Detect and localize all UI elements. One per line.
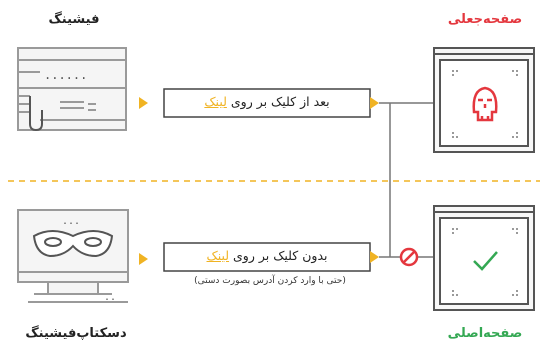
- phishing-document-icon: ......: [17, 47, 127, 132]
- bottom-action-box: [163, 242, 371, 272]
- bottom-box-link[interactable]: لینک: [206, 248, 230, 263]
- desktop-monitor-icon: .. ...: [17, 209, 129, 303]
- bottom-box-text: بدون کلیک بر روی لینک: [164, 248, 370, 263]
- fake-page-window: [433, 47, 535, 153]
- top-action-box: [163, 88, 371, 118]
- arrow-right-icon: [370, 97, 379, 109]
- top-box-link[interactable]: لینک: [204, 94, 227, 109]
- svg-text:...: ...: [62, 216, 80, 227]
- connector-lines: [379, 102, 434, 258]
- phishing-label: فیشینگ: [48, 12, 100, 27]
- desktop-phishing-label: دسکتاپ‌فیشینگ: [25, 326, 127, 341]
- mask-icon: [32, 230, 114, 258]
- arrow-right-icon: [370, 251, 379, 263]
- real-page-label: صفحه‌اصلی: [447, 326, 523, 341]
- arrow-right-icon: [139, 253, 148, 265]
- top-box-prefix: بعد از کلیک بر روی: [226, 94, 330, 109]
- skull-icon: [472, 86, 498, 122]
- arrow-right-icon: [139, 97, 148, 109]
- real-page-window: [433, 205, 535, 311]
- top-box-text: بعد از کلیک بر روی لینک: [164, 94, 370, 109]
- fake-page-label: صفحه‌جعلی: [447, 12, 523, 27]
- prohibited-icon: [399, 247, 419, 267]
- corner-dots: [452, 228, 518, 296]
- checkmark-icon: [473, 251, 498, 271]
- bottom-box-prefix: بدون کلیک بر روی: [229, 248, 328, 263]
- bottom-box-note: (حتی با وارد کردن آدرس بصورت دستی): [194, 276, 346, 286]
- corner-dots: [452, 70, 518, 138]
- svg-text:......: ......: [44, 68, 87, 82]
- svg-text:..: ..: [104, 292, 116, 303]
